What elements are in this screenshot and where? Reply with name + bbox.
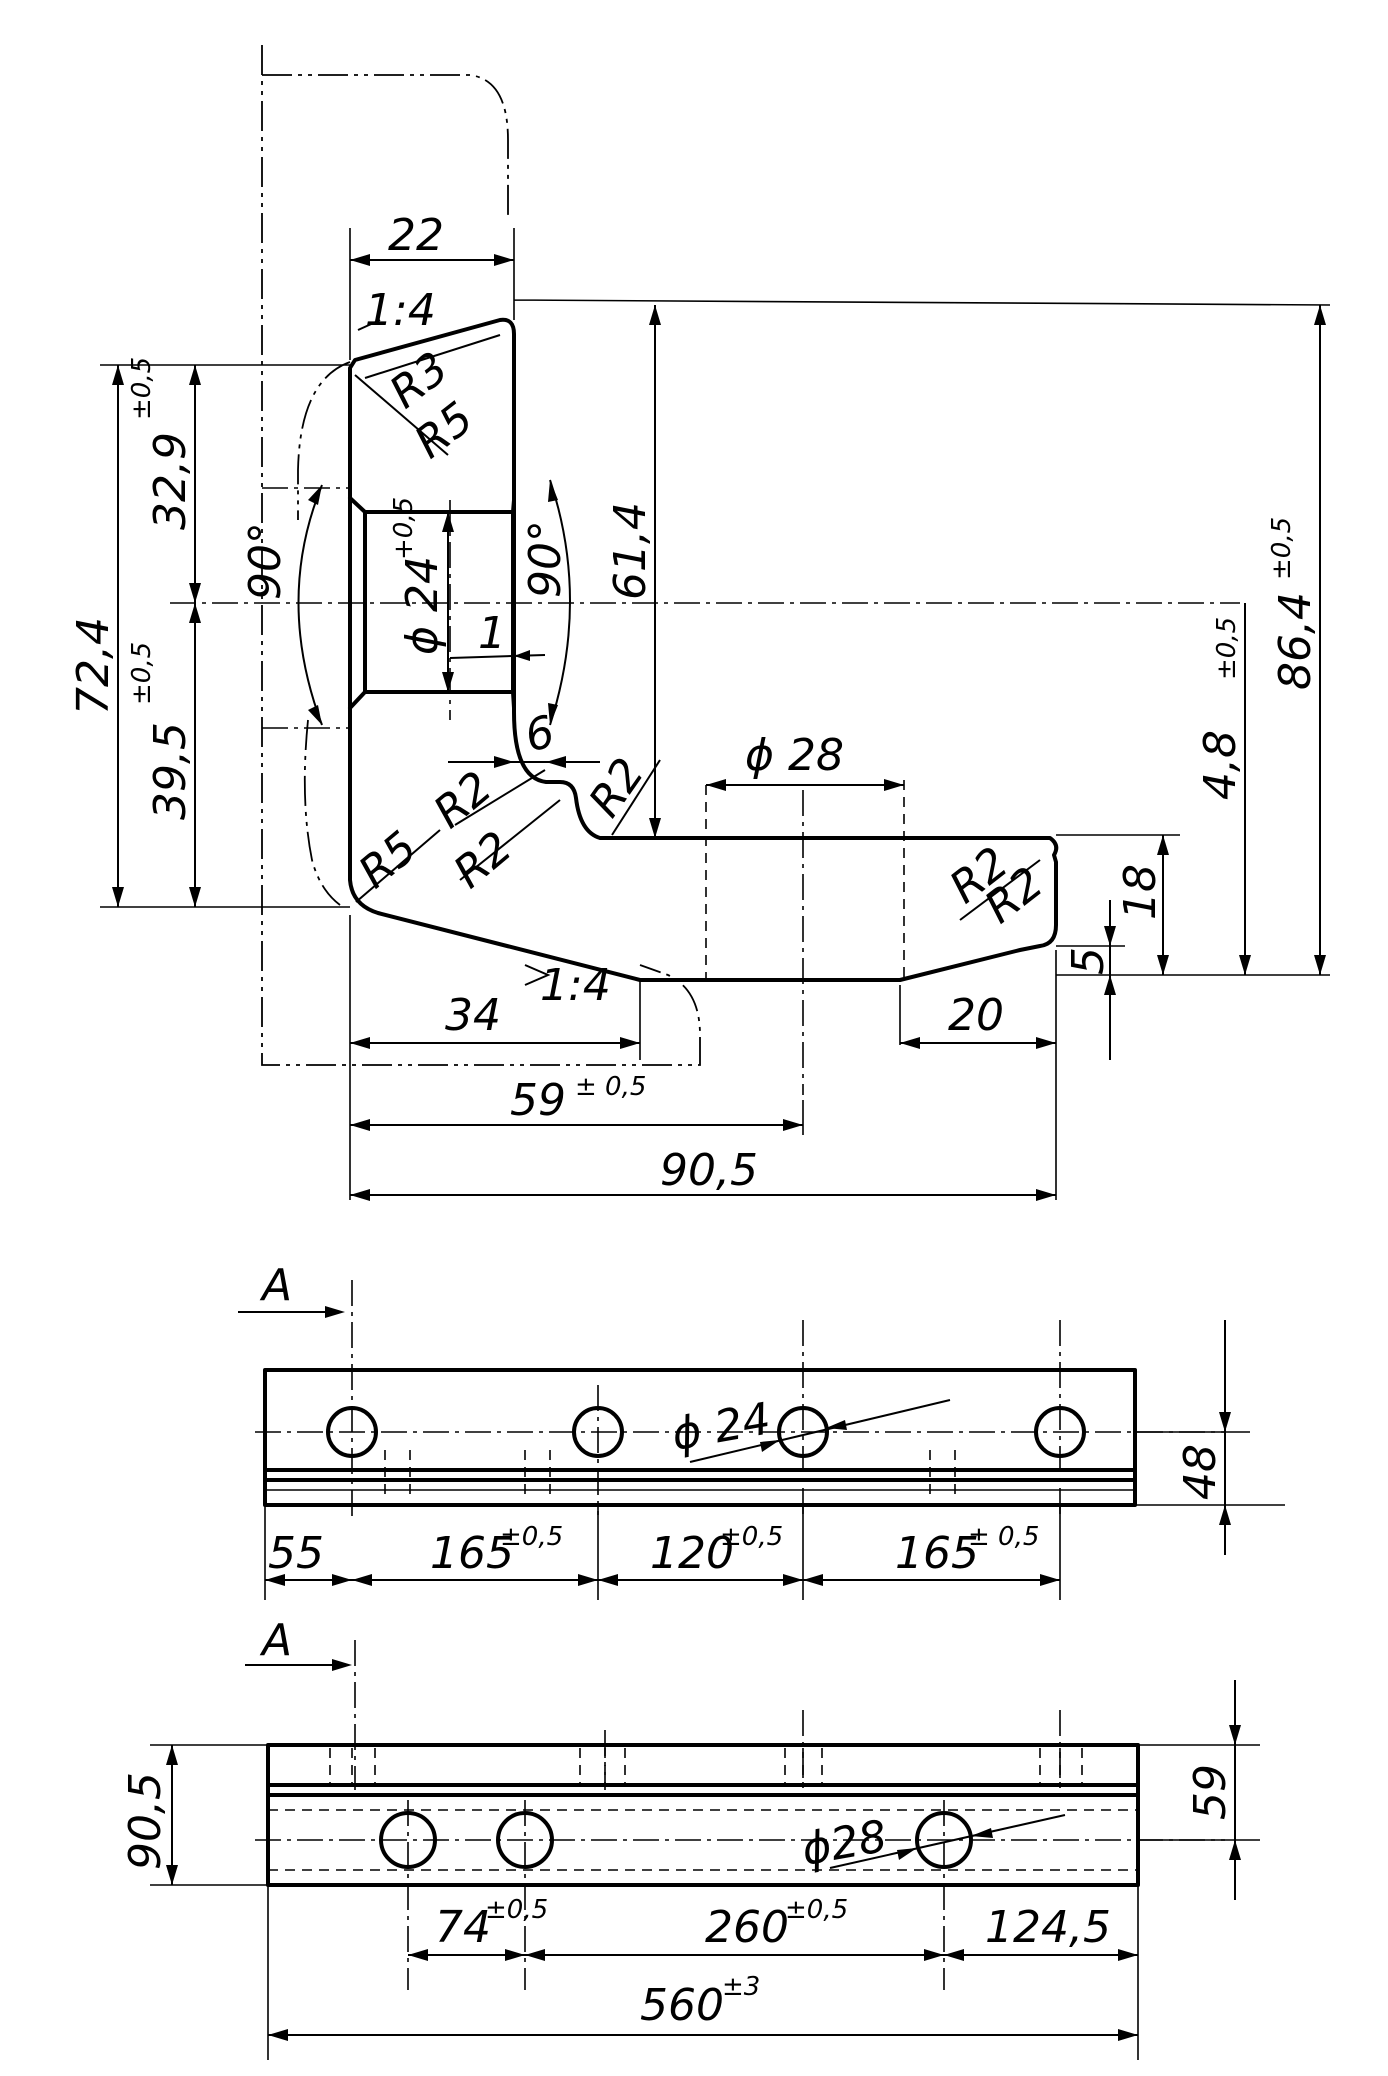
dim-165-b-text: 165: [895, 1528, 979, 1579]
tol-39-5-text: ±0,5: [127, 642, 157, 705]
tol-4-8-text: ±0,5: [1212, 617, 1242, 680]
tol-86-4-text: ±0,5: [1267, 517, 1297, 580]
dim-32-9-text: 32,9: [145, 432, 196, 530]
dim-20-text: 20: [948, 990, 1004, 1041]
tol-74-text: ±0,5: [485, 1895, 548, 1925]
tol-260-text: ±0,5: [785, 1895, 848, 1925]
phantom-outline-top: [262, 74, 509, 215]
dim-48-text: 48: [1175, 1444, 1226, 1500]
tol-120-text: ±0,5: [720, 1522, 783, 1552]
dim-120-text: 120: [650, 1528, 734, 1579]
angle-arc-left: [297, 484, 323, 726]
tol-32-9-text: ±0,5: [127, 357, 157, 420]
slope-top-text: 1:4: [365, 285, 436, 336]
r5-leader: [354, 374, 449, 456]
dim-55-text: 55: [268, 1528, 324, 1579]
dim-34-text: 34: [445, 990, 501, 1041]
dim-165-a-text: 165: [430, 1528, 514, 1579]
extension-lines: [100, 228, 1331, 1200]
top-hole-dia-text: ϕ 24: [668, 1393, 774, 1460]
top-hole-4: [1034, 1406, 1086, 1458]
dia-28-text: ϕ 28: [745, 730, 844, 781]
phantom-outline-left: [297, 361, 351, 520]
dim-61-4-text: 61,4: [605, 502, 656, 600]
profile-outline: [348, 317, 1059, 982]
section-a-bottom-text: A: [259, 1615, 292, 1666]
angle-left-text: 90°: [240, 522, 291, 600]
dim-124-5-text: 124,5: [985, 1902, 1111, 1953]
hole-tol-text: +0,5: [389, 497, 419, 560]
tol-560-text: ±3: [722, 1972, 760, 2002]
hole-chamfer-lines: [348, 496, 516, 710]
slope-bottom-text: 1:4: [540, 960, 611, 1011]
top-view: A ϕ 24 48: [238, 1260, 1285, 1600]
bottom-view: A ϕ28 90,5: [120, 1615, 1260, 2060]
r5-bottom-text: R5: [349, 822, 427, 899]
bottom-hole-2: [496, 1811, 554, 1869]
section-a-top-text: A: [259, 1260, 292, 1311]
top-hole-2: [572, 1406, 624, 1458]
dim-39-5-text: 39,5: [145, 722, 196, 820]
dim-22-text: 22: [388, 210, 444, 261]
tol-165-b-text: ± 0,5: [968, 1522, 1039, 1552]
dim-1-text: 1: [478, 608, 506, 659]
bottom-dim-59-text: 59: [1185, 1764, 1236, 1820]
bottom-hole-3: [915, 1811, 973, 1869]
dim-4-8-text: 4,8: [1195, 730, 1246, 800]
dim-18-text: 18: [1115, 864, 1166, 920]
dim-59-text: 59: [510, 1075, 566, 1126]
angle-right-text: 90°: [520, 520, 571, 598]
top-hole-1: [326, 1406, 378, 1458]
dim-74-text: 74: [435, 1902, 491, 1953]
front-view: 22 1:4 R3 R5 32,9 ±0,5 39,5 ±0,5 72,4 90…: [68, 45, 1331, 1201]
top-bar-outline: [263, 1368, 1137, 1507]
dim-86-4-text: 86,4: [1270, 592, 1321, 690]
phantom-outline-left-lower: [303, 719, 341, 906]
dim-5-text: 5: [1063, 947, 1114, 975]
angle-arc-right: [549, 479, 571, 726]
bottom-bar-outline: [266, 1743, 1140, 1887]
bottom-hole-dia-text: ϕ28: [798, 1811, 891, 1876]
tol-165-a-text: ±0,5: [500, 1522, 563, 1552]
top-hole-3: [777, 1406, 829, 1458]
phantom-outline: [261, 45, 701, 1066]
hole-outline: [363, 510, 515, 694]
dim-260-text: 260: [705, 1902, 789, 1953]
bottom-hole-1: [379, 1811, 437, 1869]
dim-72-4-text: 72,4: [68, 617, 119, 715]
hole-dia-text: ϕ 24: [397, 556, 448, 655]
r2-c-text: R2: [579, 749, 654, 826]
bottom-dim-90-5-text: 90,5: [120, 1772, 171, 1870]
r3-leader: [364, 334, 501, 379]
dim-560-text: 560: [640, 1980, 724, 2031]
tol-59-text: ± 0,5: [575, 1072, 646, 1102]
dim-90-5-text: 90,5: [660, 1145, 758, 1196]
